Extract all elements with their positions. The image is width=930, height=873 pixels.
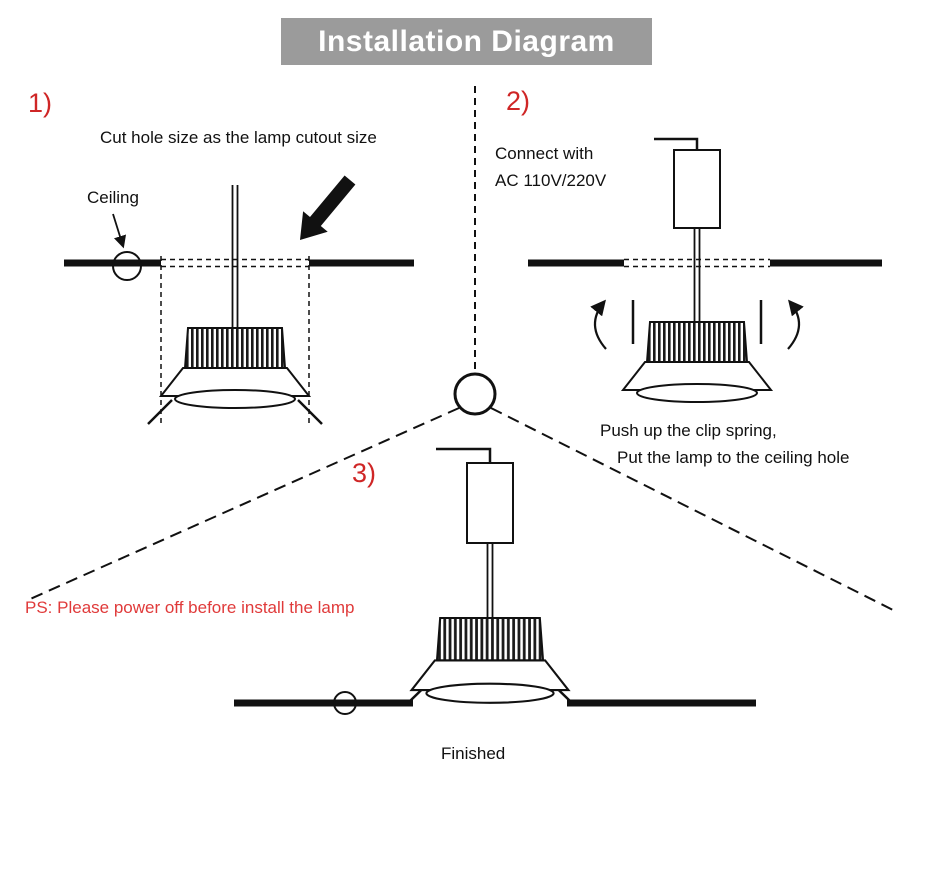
step2-push-arrow-right	[787, 299, 804, 350]
ceiling-label: Ceiling	[87, 188, 139, 207]
step3-lamp	[410, 616, 570, 704]
divider-lines	[27, 86, 898, 613]
step1-hole-circle	[112, 251, 142, 281]
step1-clip-right	[297, 399, 323, 425]
divider-dashed-left	[27, 407, 460, 601]
step1-lamp	[160, 327, 310, 409]
divider-hub-circle	[453, 372, 497, 416]
step2-caption-line2: AC 110V/220V	[495, 171, 607, 190]
ceiling-pointer-arrow	[112, 213, 127, 249]
finished-label: Finished	[441, 744, 506, 763]
step2-driver-box	[673, 149, 721, 229]
power-off-warning: PS: Please power off before install the …	[25, 598, 355, 617]
step2-number: 2)	[506, 86, 531, 116]
step3-hole-circle	[333, 691, 357, 715]
step1-number: 1)	[28, 88, 53, 118]
step2-caption-line1: Connect with	[495, 144, 594, 163]
step2-lamp	[622, 321, 772, 403]
big-down-arrow	[300, 175, 356, 240]
header-bar: Installation Diagram	[281, 18, 652, 65]
page-title: Installation Diagram	[318, 24, 615, 58]
step2-power-wire	[654, 137, 699, 150]
step1-clip-left	[147, 399, 173, 425]
step3-drawing	[234, 447, 756, 715]
step1-drawing	[64, 175, 414, 425]
step3-number: 3)	[352, 458, 377, 488]
step3-driver-box	[466, 462, 514, 544]
step1-caption: Cut hole size as the lamp cutout size	[100, 128, 377, 147]
step2-push-arrow-left	[590, 299, 607, 350]
step3-power-wire	[436, 447, 492, 463]
step2-drawing	[528, 137, 882, 403]
step2-note-line2: Put the lamp to the ceiling hole	[617, 448, 850, 467]
step2-note-line1: Push up the clip spring,	[600, 421, 777, 440]
